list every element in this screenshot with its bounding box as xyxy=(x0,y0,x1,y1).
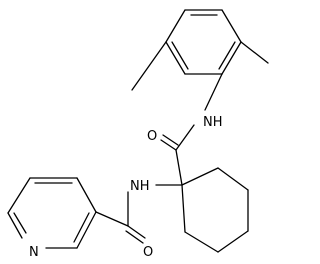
carbonyl-double-bond-b xyxy=(162,134,179,146)
pyridine-ring xyxy=(7,177,97,249)
methyl-bond-right xyxy=(240,41,269,64)
double-bond-inner xyxy=(73,212,90,243)
bond xyxy=(221,41,242,75)
dimethylphenyl-ring xyxy=(165,9,242,75)
bond xyxy=(76,177,97,213)
double-bond-inner xyxy=(13,212,27,234)
bond xyxy=(217,230,249,253)
pyridine-nitrogen-label: N xyxy=(29,245,39,260)
bond xyxy=(7,212,23,239)
bond xyxy=(181,184,186,233)
methyl-bond-left xyxy=(131,41,167,91)
double-bond-inner xyxy=(218,41,236,70)
bond-carbonyl-quaternary xyxy=(175,149,183,186)
molecule-drawing: NH O NH O N xyxy=(7,9,269,260)
bond xyxy=(181,167,219,186)
carbonyl-oxygen-label-lower: O xyxy=(143,245,153,260)
bond-ring-nh xyxy=(204,73,223,111)
amine-nh-label: NH xyxy=(130,179,150,194)
amide-nh-label-upper: NH xyxy=(203,115,223,130)
bond xyxy=(7,177,31,214)
bond xyxy=(76,211,97,249)
carbonyl-oxygen-label-upper: O xyxy=(147,129,157,144)
carbonyl-double-bond-lower-b xyxy=(125,230,144,244)
carbonyl-double-bond-lower-a xyxy=(127,225,146,239)
bond xyxy=(217,167,249,191)
bond xyxy=(221,9,242,43)
bond xyxy=(184,231,219,253)
cyclohexane-ring xyxy=(181,167,249,253)
bond xyxy=(165,41,186,75)
carbonyl-double-bond-a xyxy=(160,139,177,151)
bond-nh-carbonyl xyxy=(175,124,195,151)
bond-carbonyl-pyridine xyxy=(95,211,129,227)
double-bond-inner xyxy=(171,41,189,70)
structure-canvas: NH O NH O N xyxy=(7,9,269,260)
bond xyxy=(165,9,186,43)
